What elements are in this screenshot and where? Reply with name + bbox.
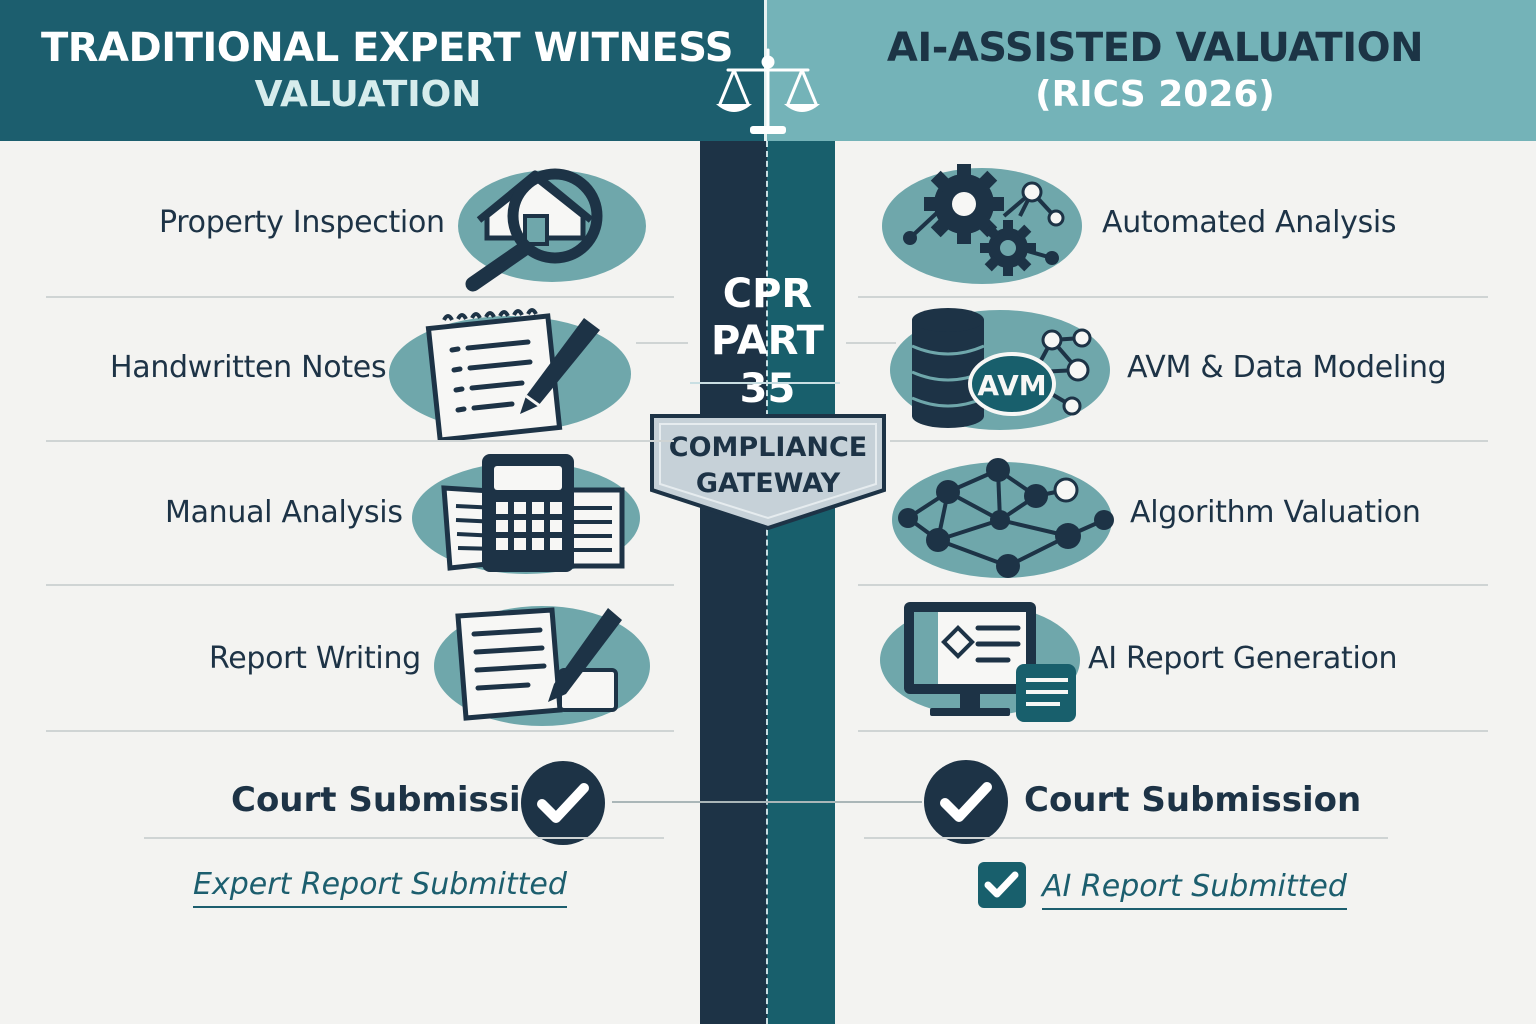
row-divider <box>890 440 1488 442</box>
row-divider <box>46 584 674 586</box>
step-label-avm-data-modeling: AVM & Data Modeling <box>1127 350 1447 385</box>
step-label-handwritten-notes: Handwritten Notes <box>110 350 387 385</box>
row-divider <box>858 296 1488 298</box>
row-divider <box>46 440 674 442</box>
connector-line <box>846 342 896 344</box>
row-divider <box>864 837 1388 839</box>
step-label-automated-analysis: Automated Analysis <box>1102 205 1397 240</box>
checkbox-checked-icon <box>978 862 1026 908</box>
step-label-algorithm-valuation: Algorithm Valuation <box>1130 495 1421 530</box>
cpr-label-line2: PART <box>711 318 824 364</box>
court-connector-line <box>612 801 922 803</box>
traditional-subtitle: VALUATION <box>254 73 482 115</box>
neural-network-icon <box>892 458 1114 578</box>
central-spine-left <box>700 141 767 1024</box>
traditional-court-submission: Court Submission <box>231 780 569 820</box>
check-circle-icon <box>924 760 1008 844</box>
computer-report-icon <box>880 602 1080 722</box>
gears-network-icon <box>882 164 1082 284</box>
cpr-label-line3: 35 <box>739 366 796 412</box>
row-divider <box>858 730 1488 732</box>
scales-of-justice-icon <box>716 48 820 134</box>
ai-court-submission: Court Submission <box>1024 780 1362 820</box>
step-label-report-writing: Report Writing <box>209 641 421 676</box>
check-circle-icon <box>521 761 605 845</box>
report-pen-icon <box>434 606 650 726</box>
connector-line <box>636 342 688 344</box>
central-dashed-line <box>766 141 768 1024</box>
central-spine-right <box>767 141 835 1024</box>
ai-header: AI-ASSISTED VALUATION (RICS 2026) <box>766 0 1536 141</box>
traditional-header: TRADITIONAL EXPERT WITNESS VALUATION <box>0 0 766 141</box>
calculator-documents-icon <box>412 454 640 574</box>
row-divider <box>46 730 674 732</box>
step-label-property-inspection: Property Inspection <box>159 205 445 240</box>
traditional-title: TRADITIONAL EXPERT WITNESS <box>40 24 734 71</box>
cpr-label-line1: CPR <box>722 271 813 317</box>
row-divider <box>858 584 1488 586</box>
compliance-gateway-badge <box>650 414 886 531</box>
ai-title: AI-ASSISTED VALUATION <box>886 24 1424 71</box>
step-label-ai-report-generation: AI Report Generation <box>1088 641 1398 676</box>
row-divider <box>46 296 674 298</box>
ai-subtitle: (RICS 2026) <box>1035 73 1275 115</box>
avm-badge-text: AVM <box>977 369 1046 402</box>
row-divider <box>144 837 664 839</box>
database-avm-icon: AVM <box>890 308 1110 430</box>
ai-report-submitted: AI Report Submitted <box>1042 868 1347 910</box>
notepad-pen-icon <box>389 308 631 440</box>
connector-line <box>690 382 840 384</box>
house-magnifier-icon <box>458 168 646 292</box>
expert-report-submitted: Expert Report Submitted <box>193 866 567 908</box>
step-label-manual-analysis: Manual Analysis <box>165 495 403 530</box>
gateway-label-line2: GATEWAY <box>695 468 841 499</box>
gateway-label-line1: COMPLIANCE <box>668 432 868 463</box>
